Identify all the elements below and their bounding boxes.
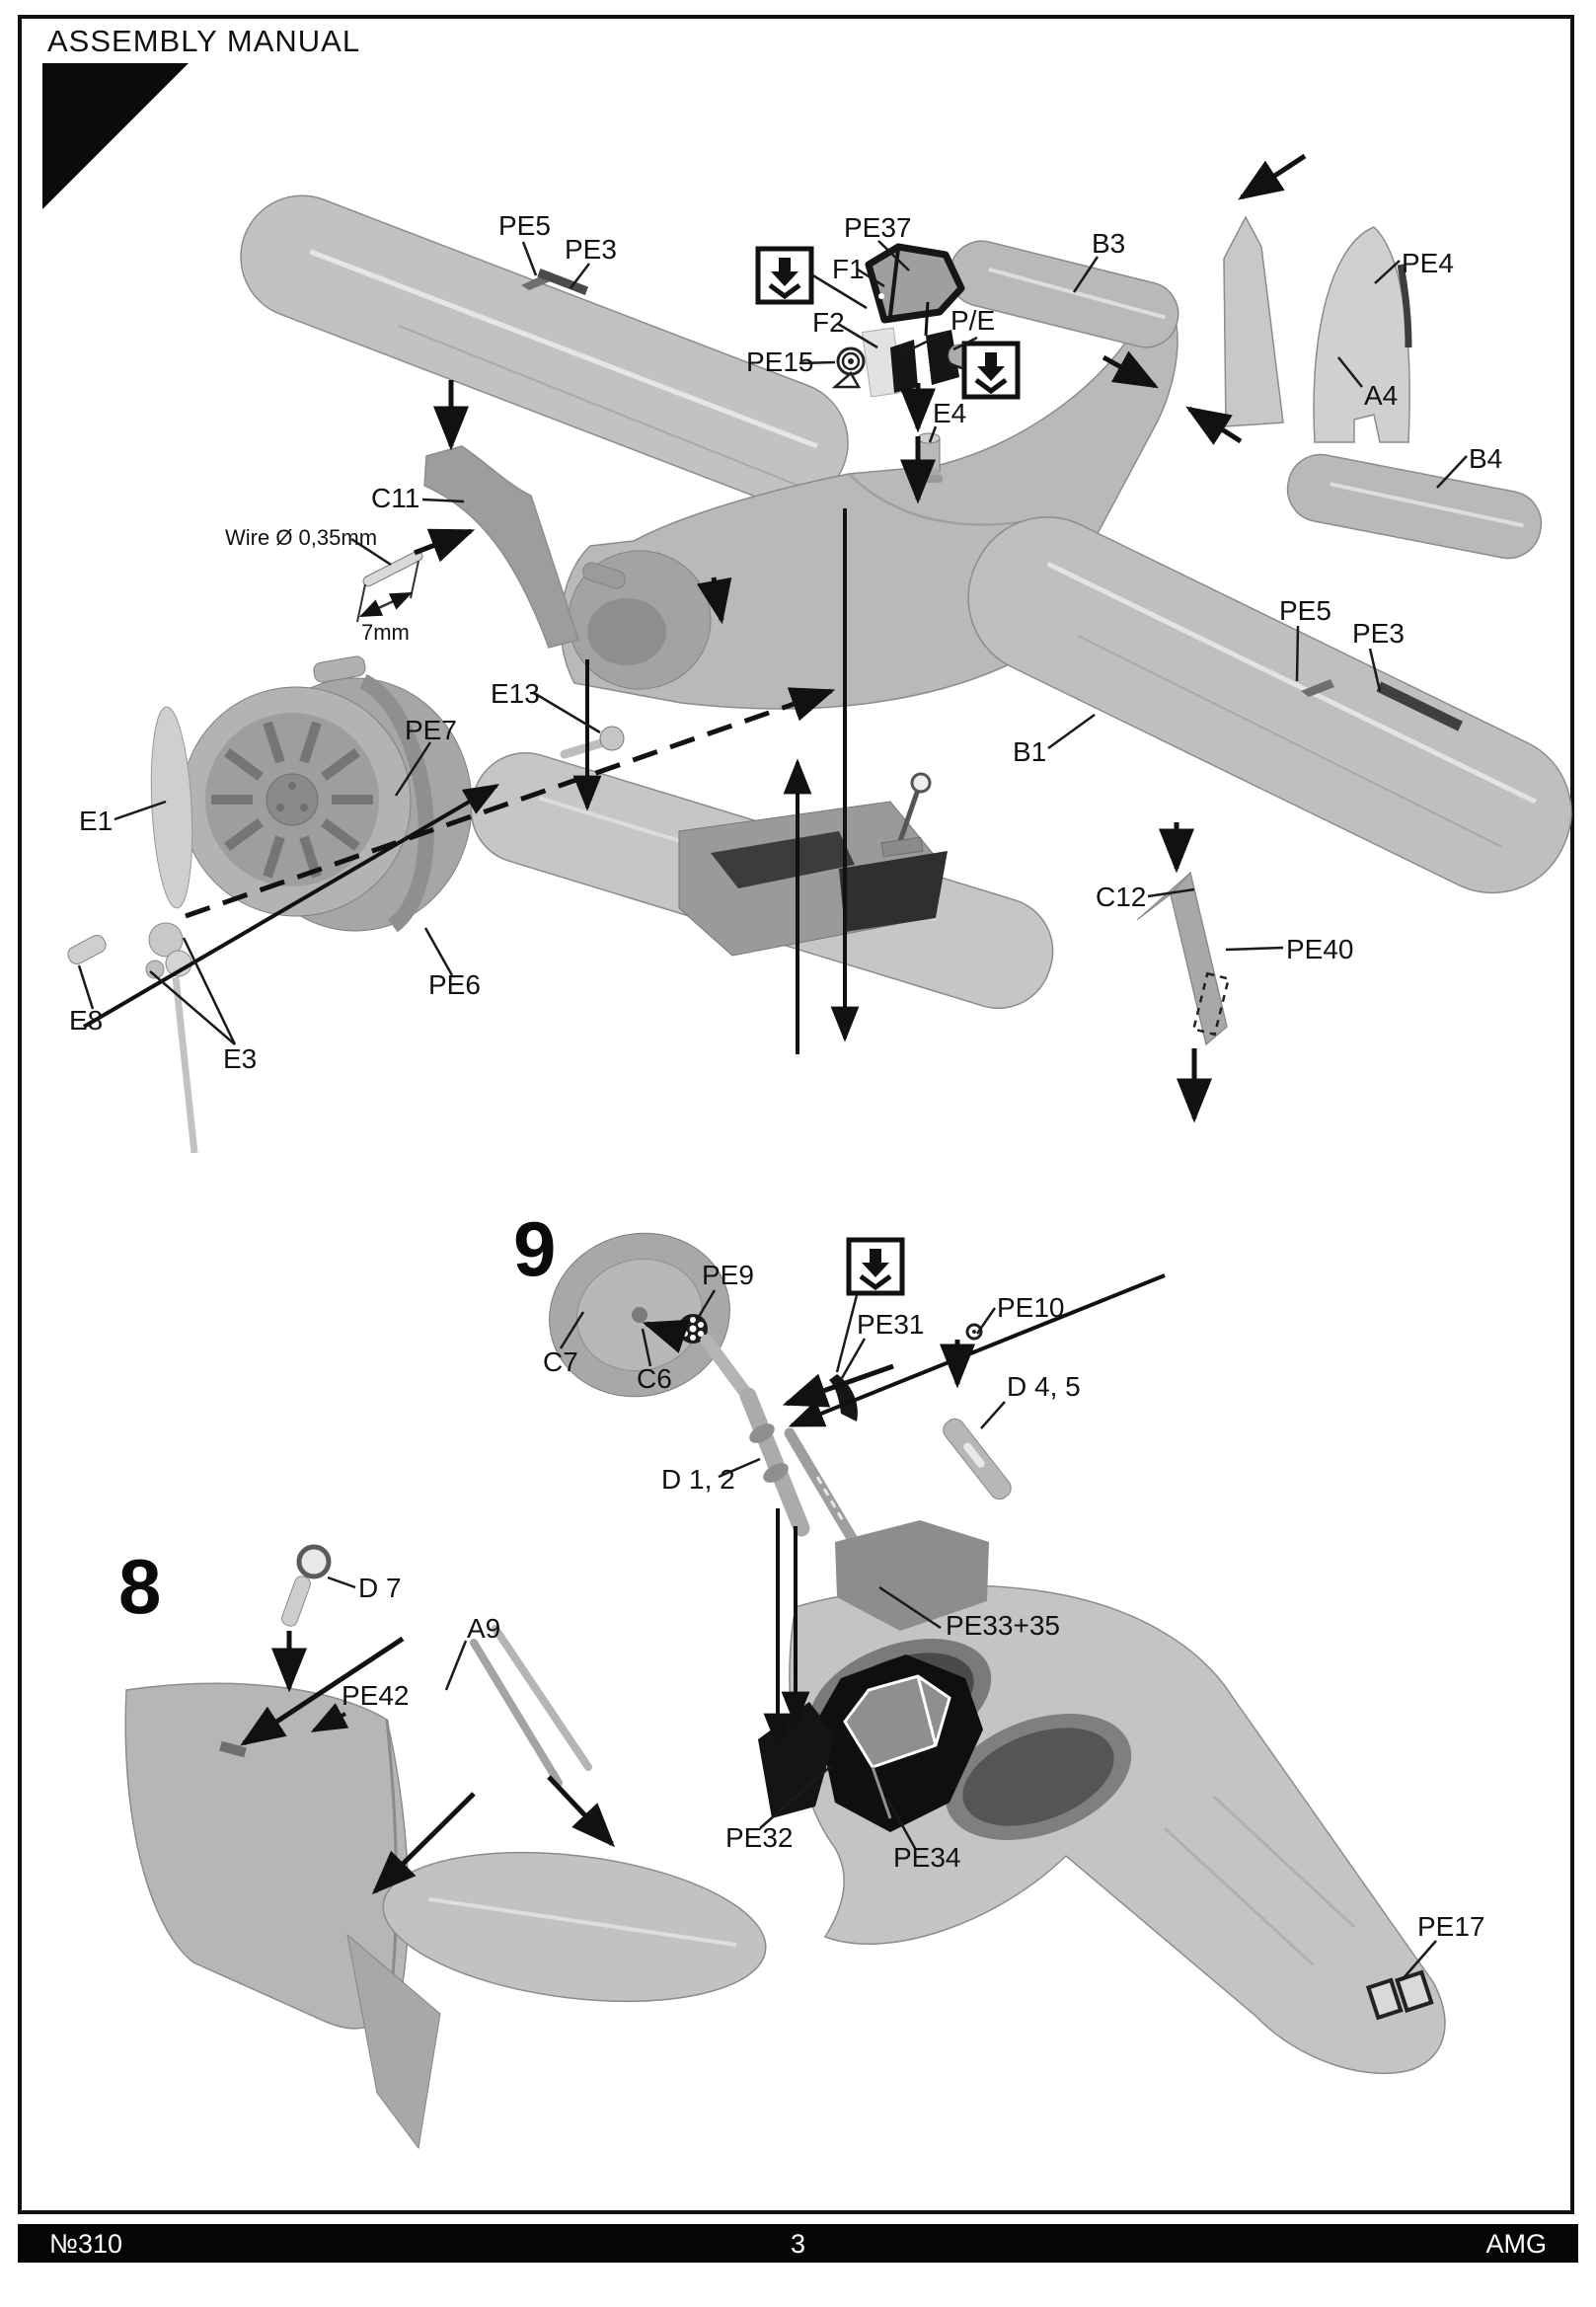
label-pe5-upper-wing: PE5 bbox=[498, 210, 551, 241]
pe4-etched-strip bbox=[1397, 264, 1412, 348]
tailwheel-d7 bbox=[281, 1544, 332, 1627]
lower-right-wing-b1 bbox=[967, 516, 1572, 894]
strut-c12-pe40 bbox=[1136, 871, 1231, 1046]
rudder-post-part bbox=[1223, 215, 1284, 427]
propeller-e1-e3-e8 bbox=[67, 706, 198, 1154]
label-pe40: PE40 bbox=[1286, 934, 1354, 964]
label-e8: E8 bbox=[69, 1005, 103, 1036]
cabane-strut-c11 bbox=[423, 445, 579, 649]
label-b1: B1 bbox=[1013, 736, 1046, 767]
label-c6: C6 bbox=[637, 1363, 672, 1394]
step-number-8: 8 bbox=[118, 1543, 161, 1630]
footer-bar: 3 №310 AMG bbox=[18, 2224, 1578, 2263]
stabilizer-b4 bbox=[1286, 453, 1543, 560]
label-wire-length: 7mm bbox=[361, 620, 410, 645]
page-title: ASSEMBLY MANUAL bbox=[47, 24, 361, 58]
part-labels: PE5 PE3 PE37 F1 F2 P/E PE15 E4 B3 PE4 A4… bbox=[69, 210, 1502, 1942]
press-down-icon bbox=[758, 249, 811, 302]
gear-leg-d12 bbox=[700, 1334, 871, 1566]
label-b4: B4 bbox=[1469, 443, 1502, 474]
strips-a9 bbox=[470, 1625, 592, 1787]
press-down-icon bbox=[849, 1240, 902, 1293]
upper-wing-part bbox=[240, 194, 849, 505]
engine-cowling-pe7-pe6 bbox=[181, 655, 473, 933]
label-e13: E13 bbox=[491, 678, 540, 709]
label-pe7: PE7 bbox=[405, 715, 457, 745]
label-pe3-right-wing: PE3 bbox=[1352, 618, 1405, 649]
label-e3: E3 bbox=[223, 1043, 257, 1074]
label-pe15: PE15 bbox=[746, 346, 814, 377]
axle-pin-e13 bbox=[560, 726, 625, 759]
label-pe17: PE17 bbox=[1417, 1911, 1485, 1942]
gear-door-d45 bbox=[943, 1418, 1012, 1500]
label-e4: E4 bbox=[933, 398, 966, 428]
tail-fuselage-part bbox=[124, 1682, 441, 2150]
label-pe: P/E bbox=[950, 305, 995, 336]
step-number-9: 9 bbox=[513, 1205, 556, 1292]
fin-a4 bbox=[1313, 226, 1412, 443]
page-number: 3 bbox=[790, 2229, 806, 2259]
label-pe31: PE31 bbox=[857, 1309, 925, 1340]
label-d7: D 7 bbox=[358, 1573, 402, 1603]
label-d12: D 1, 2 bbox=[661, 1464, 735, 1495]
tail-stabilizer-part bbox=[382, 1851, 767, 2003]
label-pe5-right-wing: PE5 bbox=[1279, 595, 1331, 626]
label-b3: B3 bbox=[1092, 228, 1125, 259]
label-wire-note: Wire Ø 0,35mm bbox=[225, 525, 377, 550]
label-c11: C11 bbox=[371, 483, 419, 513]
label-f1: F1 bbox=[832, 254, 865, 284]
press-down-icon bbox=[964, 344, 1018, 397]
lower-center-wing-part bbox=[470, 751, 1054, 1010]
label-a9: A9 bbox=[467, 1613, 500, 1644]
label-pe10: PE10 bbox=[997, 1292, 1065, 1323]
wire-template bbox=[356, 550, 423, 623]
assembly-arrows bbox=[82, 153, 1307, 1895]
polygon-pe33-35 bbox=[835, 1520, 989, 1631]
label-pe42: PE42 bbox=[342, 1680, 410, 1711]
label-pe6: PE6 bbox=[428, 969, 481, 1000]
stabilizer-b3 bbox=[949, 240, 1179, 348]
label-c12: C12 bbox=[1096, 882, 1146, 912]
leader-lines bbox=[77, 240, 1468, 1981]
label-a4: A4 bbox=[1364, 380, 1398, 411]
label-e1: E1 bbox=[79, 806, 113, 836]
label-d45: D 4, 5 bbox=[1007, 1371, 1081, 1402]
ring-pe10 bbox=[965, 1323, 983, 1341]
bracket-pe17 bbox=[1365, 1969, 1434, 2021]
label-pe32: PE32 bbox=[725, 1822, 794, 1853]
brand-name: AMG bbox=[1485, 2229, 1547, 2259]
label-f2: F2 bbox=[812, 307, 845, 338]
page-border-frame bbox=[18, 15, 1574, 2214]
label-pe33-35: PE33+35 bbox=[946, 1610, 1060, 1641]
pe15-sight-part bbox=[831, 346, 866, 389]
windscreen-f1-pe37 bbox=[865, 243, 965, 324]
label-pe3-upper-wing: PE3 bbox=[565, 234, 617, 265]
label-c7: C7 bbox=[543, 1346, 578, 1377]
kit-number: №310 bbox=[49, 2229, 123, 2259]
label-pe34: PE34 bbox=[893, 1842, 961, 1873]
label-pe4: PE4 bbox=[1402, 248, 1454, 278]
label-pe9: PE9 bbox=[702, 1260, 754, 1290]
canopy-frame-pe34 bbox=[817, 1654, 983, 1832]
label-pe37: PE37 bbox=[844, 212, 912, 243]
